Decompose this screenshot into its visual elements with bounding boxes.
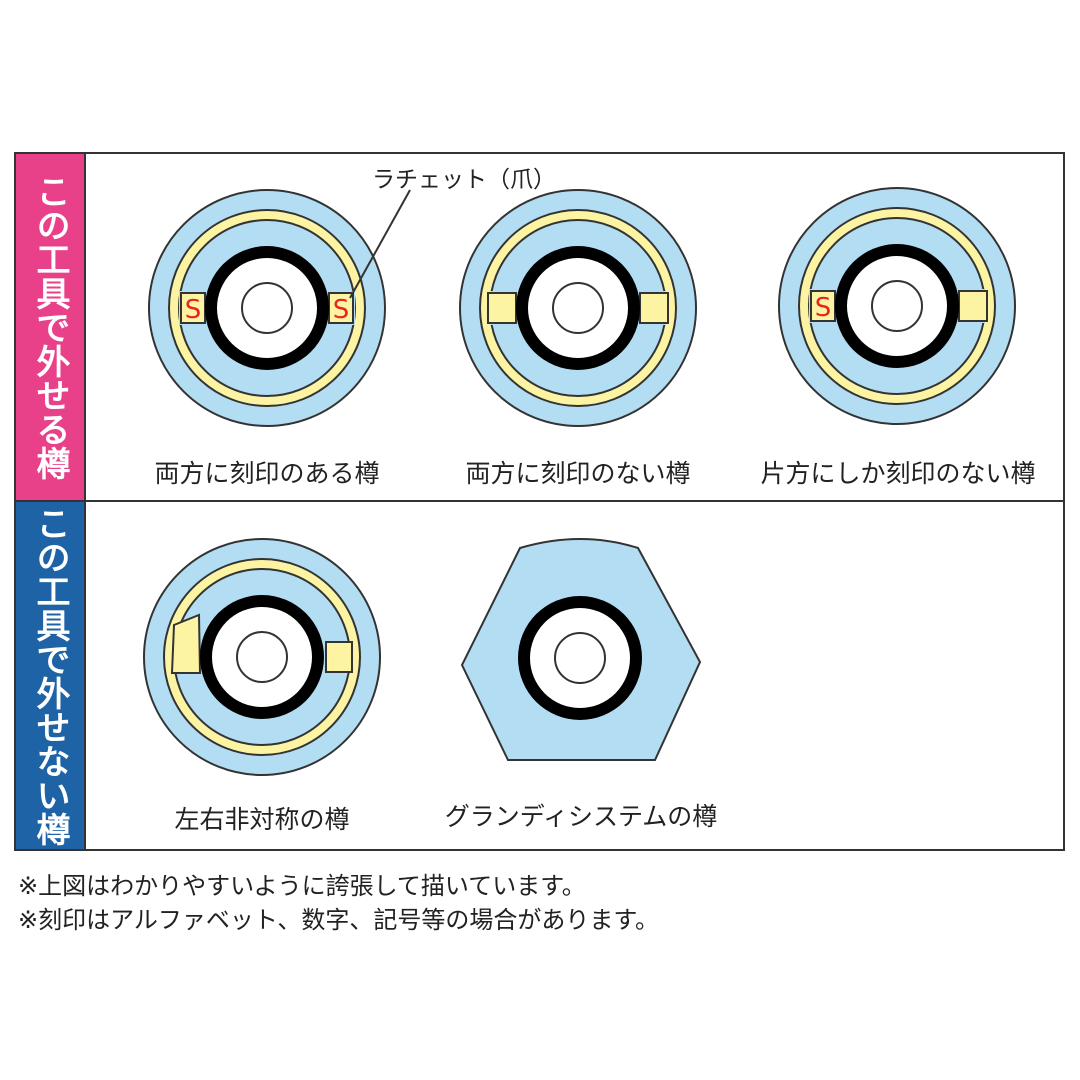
removable-label-band: この工具で外せる樽 <box>16 154 86 500</box>
caption-one-side-only: 片方にしか刻印のない樽 <box>760 459 1036 488</box>
barrel-both-unmarked <box>459 189 697 427</box>
caption-both-marked: 両方に刻印のある樽 <box>154 459 380 488</box>
caption-asymmetric: 左右非対称の樽 <box>174 805 350 834</box>
barrel-asymmetric <box>143 538 381 776</box>
pawl-right <box>325 641 353 673</box>
note-marks: ※刻印はアルファベット、数字、記号等の場合があります。 <box>18 906 659 934</box>
barrel-both-marked: S S <box>148 189 386 427</box>
pawl-left <box>487 292 517 324</box>
mark-left: S <box>185 295 202 325</box>
caption-both-unmarked: 両方に刻印のない樽 <box>465 459 691 488</box>
mark-right: S <box>333 295 350 325</box>
ratchet-callout: ラチェット（爪） <box>372 167 556 193</box>
pawl-left: S <box>810 290 836 323</box>
callout-leader <box>349 189 411 299</box>
note-exaggerated: ※上図はわかりやすいように誇張して描いています。 <box>18 872 586 900</box>
pawl-left: S <box>180 292 206 325</box>
row-divider <box>14 500 1065 502</box>
not-removable-label-band: この工具で外せない樽 <box>16 502 86 849</box>
barrel-one-side-only: S <box>778 187 1016 425</box>
removable-label: この工具で外せる樽 <box>30 174 70 480</box>
mark-left: S <box>815 293 832 323</box>
pawl-left <box>170 613 202 674</box>
pawl-right: S <box>328 292 354 325</box>
pawl-right <box>639 292 669 324</box>
not-removable-label: この工具で外せない樽 <box>30 505 70 846</box>
barrel-grandi <box>460 538 702 761</box>
pawl-right <box>958 290 988 322</box>
caption-grandi: グランディシステムの樽 <box>444 802 718 831</box>
